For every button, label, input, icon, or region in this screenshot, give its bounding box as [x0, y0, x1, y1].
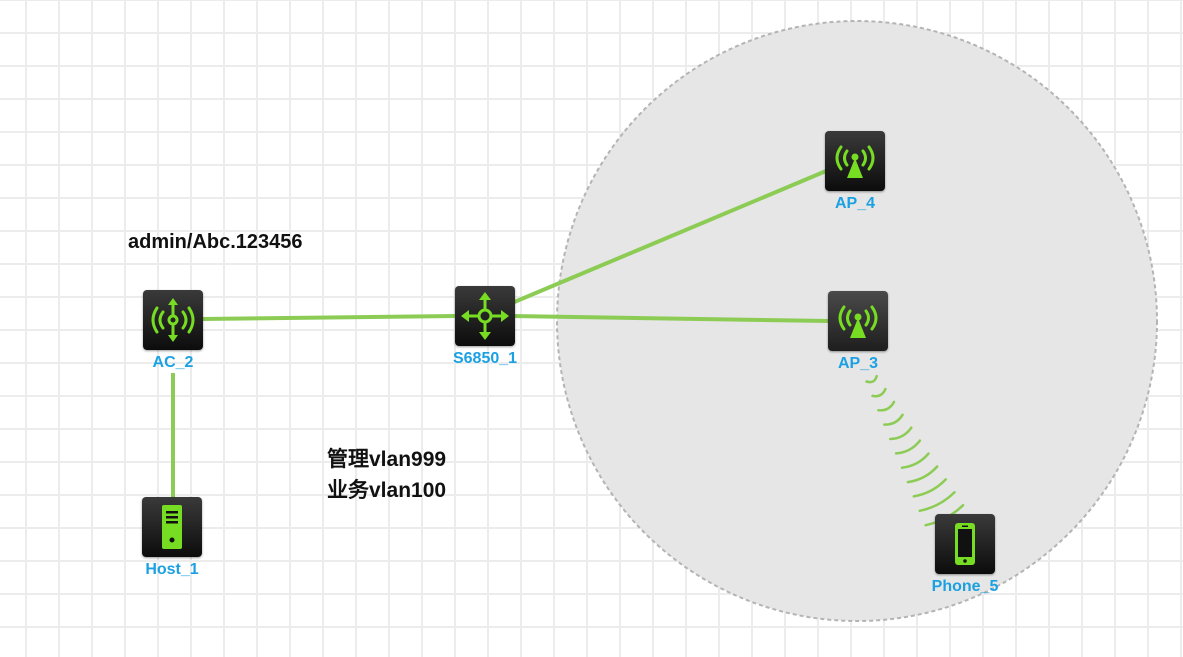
node-ac-2[interactable]: AC_2: [143, 290, 203, 371]
host-tower-icon: [142, 497, 202, 557]
wireless-signal-arc: [877, 400, 896, 412]
node-label-ap-4: AP_4: [834, 195, 876, 212]
wireless-controller-icon: [143, 290, 203, 350]
credentials-note: admin/Abc.123456: [128, 231, 303, 253]
management-vlan-note: 管理vlan999: [327, 448, 447, 471]
link-s6850-ap4[interactable]: [511, 169, 827, 305]
wireless-link-ap3-phone5[interactable]: [865, 374, 965, 527]
node-label-host-1: Host_1: [145, 561, 199, 578]
node-label-phone-5: Phone_5: [931, 578, 999, 595]
wireless-signal-arc: [888, 426, 913, 441]
wireless-signal-arc: [918, 491, 956, 513]
wireless-signal-arc: [900, 452, 930, 469]
wireless-signal-arc: [865, 374, 878, 384]
wireless-signal-arc: [906, 465, 939, 484]
links-layer: [171, 169, 830, 497]
wireless-signal-arc: [912, 478, 948, 498]
node-ap-4[interactable]: AP_4: [825, 131, 885, 212]
smartphone-icon: [935, 514, 995, 574]
node-label-ac-2: AC_2: [152, 354, 194, 371]
service-vlan-note: 业务vlan100: [327, 479, 447, 502]
wireless-signal-arc: [883, 413, 904, 426]
access-point-icon: [825, 131, 885, 191]
node-label-s6850-1: S6850_1: [452, 350, 518, 367]
link-ac2-s6850[interactable]: [200, 314, 457, 321]
node-ap-3[interactable]: AP_3: [828, 291, 888, 372]
switch-arrows-icon: [455, 286, 515, 346]
node-s6850-1[interactable]: S6850_1: [453, 286, 517, 367]
wireless-signal-arc: [894, 439, 922, 455]
node-phone-5[interactable]: Phone_5: [932, 514, 998, 595]
node-host-1[interactable]: Host_1: [142, 497, 202, 578]
wireless-signal-arc: [871, 387, 887, 398]
link-s6850-ap3[interactable]: [511, 314, 830, 323]
access-point-icon: [828, 291, 888, 351]
node-label-ap-3: AP_3: [837, 355, 879, 372]
